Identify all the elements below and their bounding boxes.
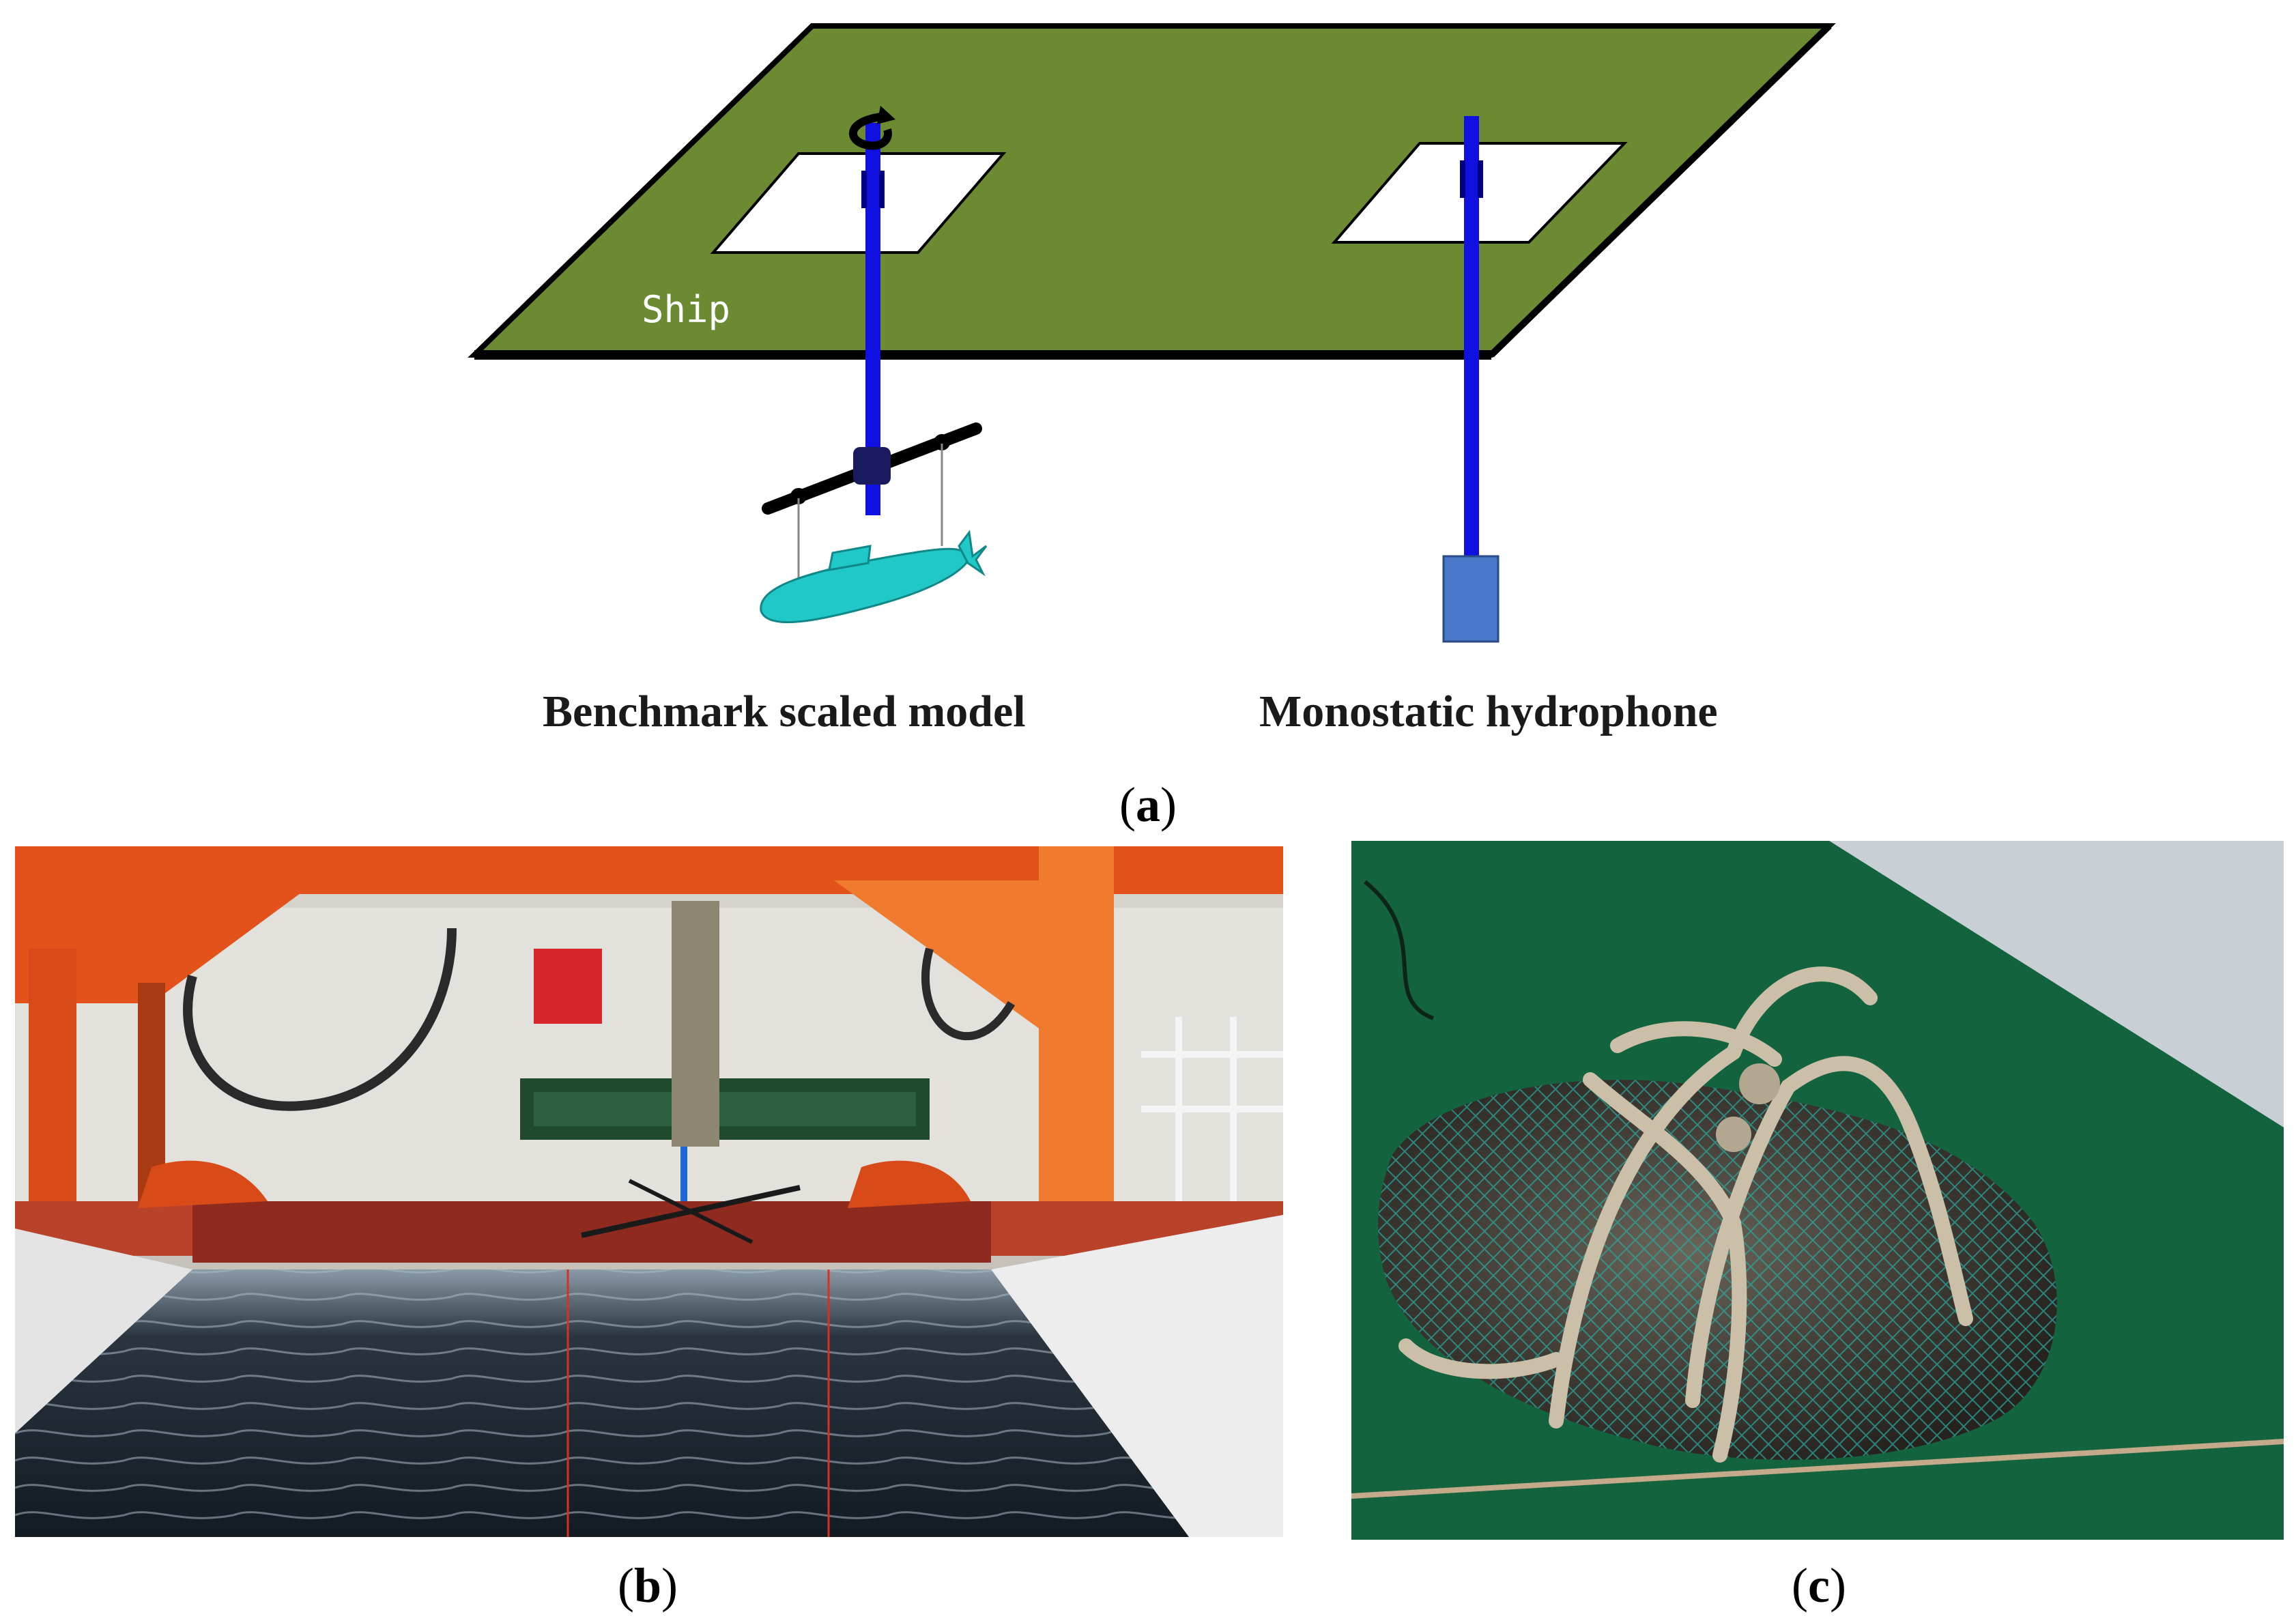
panel-label-a: (a) (1119, 777, 1177, 832)
deck-opening-left (710, 152, 1007, 254)
panel-label-b: (b) (618, 1558, 678, 1613)
right-rod (1464, 116, 1479, 563)
hydrophone-icon (1442, 555, 1499, 643)
rotation-arrow-icon (849, 112, 892, 150)
hydrophone-caption: Monostatic hydrophone (1259, 687, 1718, 736)
photo-rock-target (1351, 841, 2284, 1540)
ship-label: Ship (642, 288, 730, 331)
left-rod (865, 123, 880, 515)
benchmark-model-caption: Benchmark scaled model (543, 687, 1026, 736)
photo-moon-pool (15, 846, 1283, 1537)
submarine-model-icon (760, 530, 988, 624)
schematic-diagram: Ship (468, 23, 1836, 643)
panel-label-c: (c) (1792, 1558, 1846, 1613)
